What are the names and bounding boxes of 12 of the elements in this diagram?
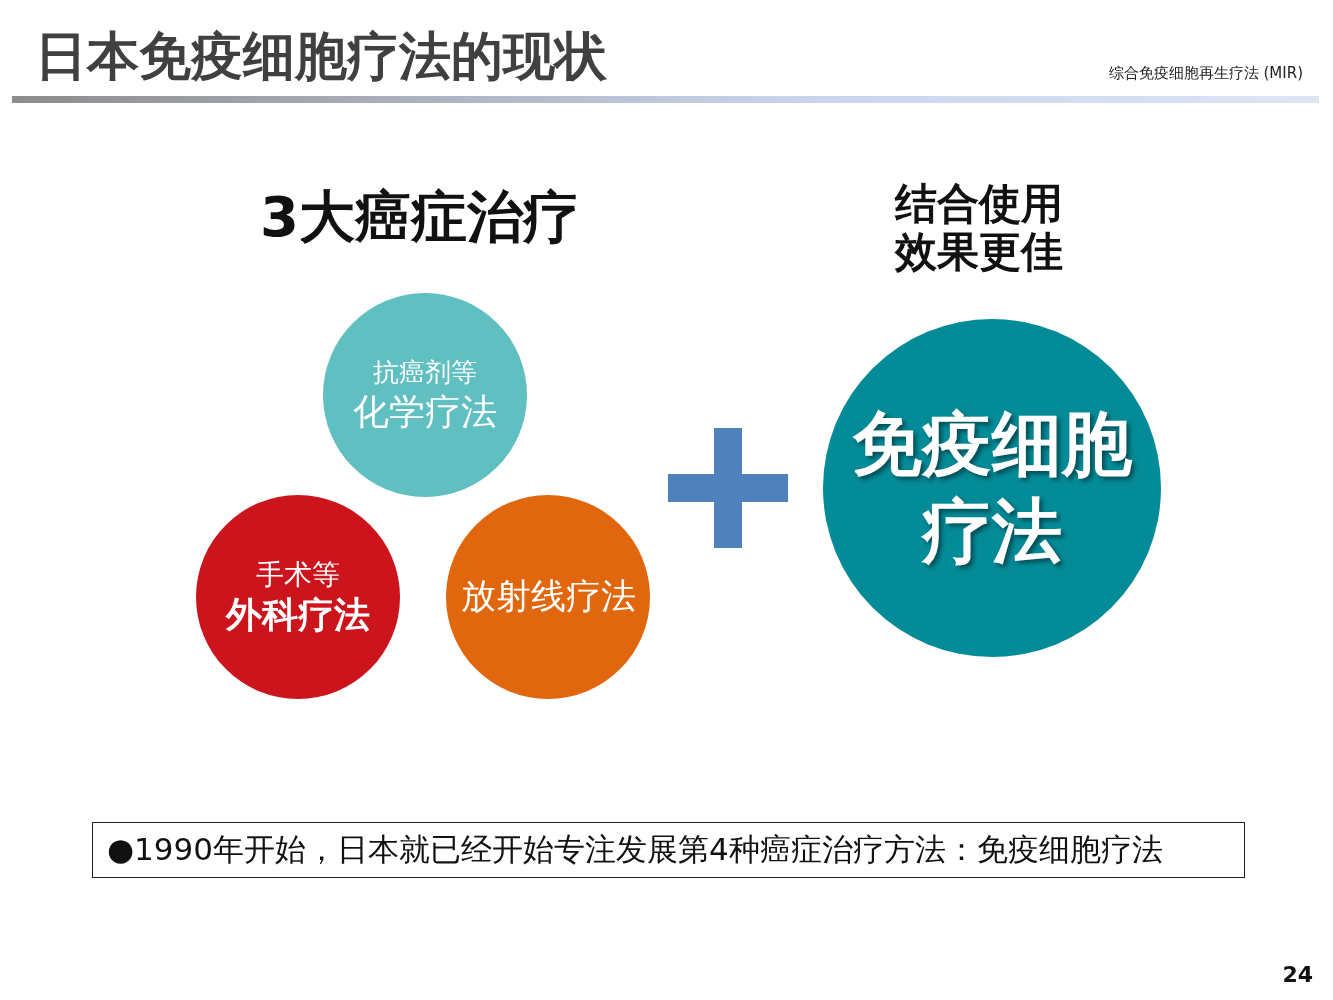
circle-label: 免疫细胞疗法 bbox=[851, 401, 1133, 574]
page-number: 24 bbox=[1282, 962, 1313, 987]
circle-subtitle: 手术等 bbox=[256, 557, 340, 592]
note-box: ●1990年开始，日本就已经开始专注发展第4种癌症治疗方法：免疫细胞疗法 bbox=[92, 822, 1245, 878]
section-heading: 结合使用效果更佳 bbox=[895, 180, 1064, 276]
header-note: 综合免疫细胞再生疗法 (MIR) bbox=[1108, 64, 1303, 83]
circle-label: 化学疗法 bbox=[353, 389, 497, 434]
circle-label: 外科疗法 bbox=[226, 593, 370, 637]
circle-label: 放射线疗法 bbox=[460, 575, 636, 619]
page-title: 日本免疫细胞疗法的现状 bbox=[35, 25, 607, 88]
section-heading: 3大癌症治疗 bbox=[260, 183, 579, 251]
circle-subtitle: 抗癌剂等 bbox=[373, 356, 477, 389]
